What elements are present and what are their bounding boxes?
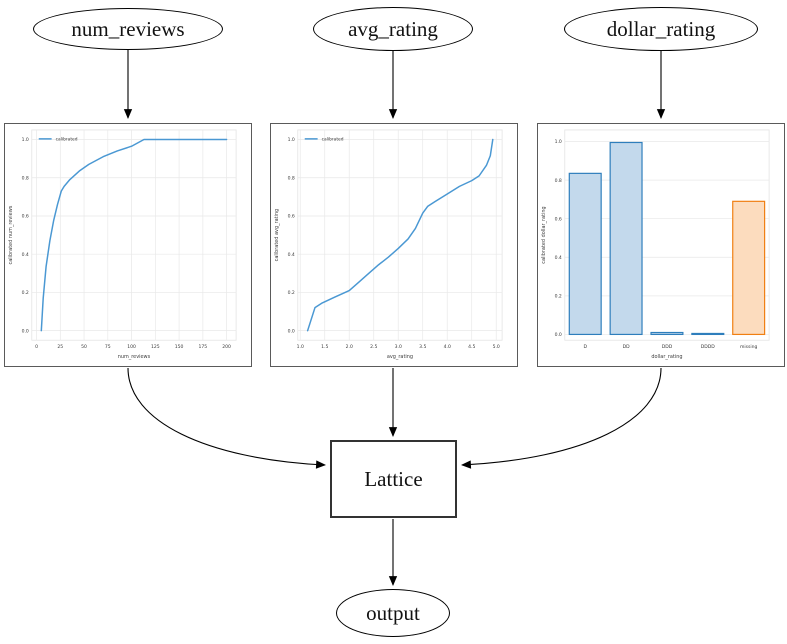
svg-text:1.0: 1.0 [288, 137, 295, 143]
calibrator-plot-num-reviews: 0.0 0.2 0.4 0.6 0.8 1.0 0 25 50 75 100 125 150 175 200… [4, 123, 252, 367]
svg-text:1.5: 1.5 [321, 344, 328, 350]
svg-text:0.4: 0.4 [555, 255, 562, 261]
svg-text:5.0: 5.0 [493, 344, 500, 350]
svg-text:150: 150 [175, 344, 184, 350]
num-reviews-calibration-chart: 0.0 0.2 0.4 0.6 0.8 1.0 0 25 50 75 100 125 150 175 200… [8, 129, 237, 360]
svg-text:missing: missing [740, 344, 758, 350]
svg-text:100: 100 [127, 344, 136, 350]
avg-rating-calibration-chart: 0.0 0.2 0.4 0.6 0.8 1.0 1.0 1.5 2.0 2.5 3.0 3.5 4.0 4… [274, 129, 503, 360]
svg-text:1.0: 1.0 [555, 139, 562, 145]
svg-text:calibrated: calibrated [322, 137, 344, 143]
svg-text:125: 125 [151, 344, 160, 350]
svg-text:avg_rating: avg_rating [387, 354, 413, 360]
svg-text:DDDD: DDDD [701, 344, 716, 350]
svg-text:0.6: 0.6 [22, 214, 29, 220]
svg-text:0.2: 0.2 [288, 290, 295, 296]
svg-text:50: 50 [81, 344, 87, 350]
svg-text:75: 75 [105, 344, 111, 350]
svg-text:2.5: 2.5 [370, 344, 377, 350]
svg-text:0.2: 0.2 [555, 294, 562, 300]
node-dollar-rating-label: dollar_rating [606, 16, 716, 41]
svg-text:4.5: 4.5 [468, 344, 475, 350]
svg-text:D: D [583, 344, 587, 350]
svg-text:25: 25 [57, 344, 63, 350]
svg-text:dollar_rating: dollar_rating [651, 354, 682, 360]
svg-text:1.0: 1.0 [22, 137, 29, 143]
edge-dollar-rating-calibrator-to-lattice [461, 367, 662, 469]
svg-text:0.4: 0.4 [22, 252, 29, 258]
edge-num-reviews-calibrator-to-lattice [127, 367, 326, 469]
svg-text:DD: DD [623, 344, 631, 350]
node-output: output [336, 589, 450, 637]
svg-text:3.0: 3.0 [395, 344, 402, 350]
svg-text:0.4: 0.4 [288, 252, 295, 258]
svg-text:0.2: 0.2 [22, 290, 29, 296]
svg-text:calibrated avg_rating: calibrated avg_rating [274, 209, 280, 262]
svg-text:2.0: 2.0 [346, 344, 353, 350]
svg-text:4.0: 4.0 [444, 344, 451, 350]
svg-text:0.6: 0.6 [288, 214, 295, 220]
svg-text:num_reviews: num_reviews [118, 354, 151, 360]
node-dollar-rating: dollar_rating [564, 7, 758, 51]
node-avg-rating-label: avg_rating [348, 16, 438, 41]
node-num-reviews: num_reviews [33, 8, 223, 50]
node-output-label: output [366, 600, 420, 625]
svg-text:0.0: 0.0 [22, 328, 29, 334]
svg-text:0.0: 0.0 [555, 332, 562, 338]
node-num-reviews-label: num_reviews [71, 16, 185, 41]
svg-text:calibrated num_reviews: calibrated num_reviews [8, 205, 14, 264]
svg-text:calibrated: calibrated [56, 137, 78, 143]
node-lattice: Lattice [330, 440, 457, 518]
svg-text:0.8: 0.8 [288, 175, 295, 181]
calibrator-plot-avg-rating: 0.0 0.2 0.4 0.6 0.8 1.0 1.0 1.5 2.0 2.5 3.0 3.5 4.0 4… [270, 123, 518, 367]
svg-text:calibrated dollar_rating: calibrated dollar_rating [541, 206, 547, 263]
svg-text:0.6: 0.6 [555, 216, 562, 222]
node-avg-rating: avg_rating [313, 7, 473, 51]
node-lattice-label: Lattice [364, 466, 423, 491]
svg-text:0: 0 [35, 344, 38, 350]
svg-text:0.0: 0.0 [288, 328, 295, 334]
svg-text:1.0: 1.0 [297, 344, 304, 350]
svg-text:200: 200 [222, 344, 231, 350]
svg-text:0.8: 0.8 [22, 175, 29, 181]
svg-text:175: 175 [199, 344, 208, 350]
svg-text:0.8: 0.8 [555, 178, 562, 184]
svg-text:3.5: 3.5 [419, 344, 426, 350]
svg-text:DDD: DDD [662, 344, 673, 350]
